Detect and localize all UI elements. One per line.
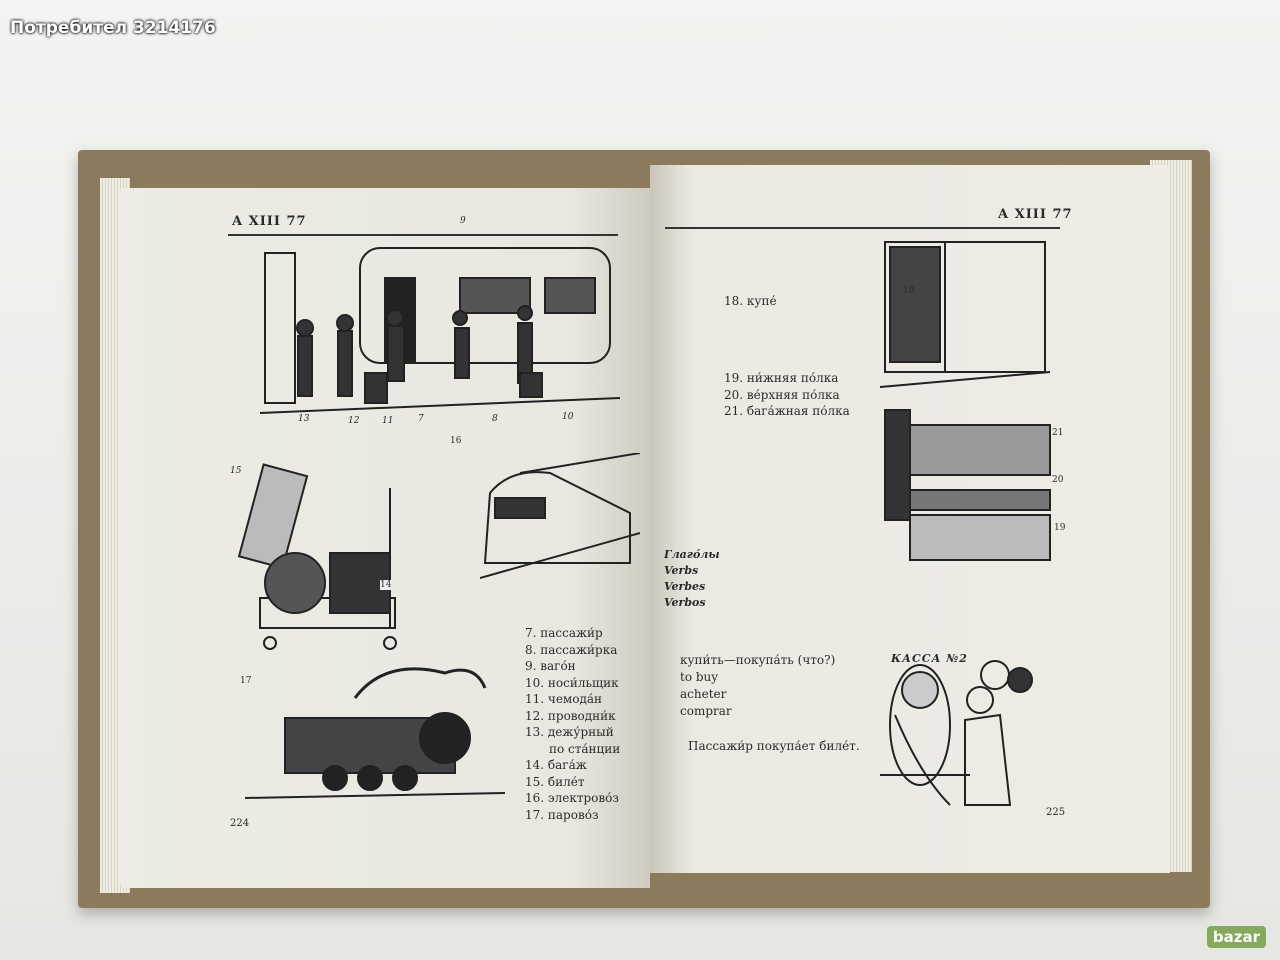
page-number: 225 — [1046, 807, 1066, 818]
verb-spanish: comprar — [680, 704, 732, 718]
vocab-item: 21. бага́жная по́лка — [724, 404, 850, 418]
ticket-office-illustration — [880, 660, 1033, 806]
verbs-heading-en: Verbs — [664, 564, 699, 577]
vocab-item: 7. пассажи́р — [525, 626, 603, 640]
steam-locomotive-illustration — [245, 667, 505, 799]
vocab-item: 18. купе́ — [724, 294, 777, 308]
vocab-item: 14. бага́ж — [525, 758, 587, 772]
figure-label: 9 — [460, 216, 466, 226]
verb-french: acheter — [680, 687, 727, 701]
verbs-heading: Глаго́лы Verbs Verbes Verbos — [664, 547, 720, 611]
watermark-user-id: Потребител 3214176 — [10, 18, 216, 38]
vocab-item: по ста́нции — [549, 741, 621, 756]
vocab-item: 12. проводни́к — [525, 708, 616, 723]
verb-english: to buy — [680, 670, 719, 684]
berths-illustration — [884, 409, 1051, 561]
left-page: A XIII 77 9 13 12 11 7 8 10 15 16 14 17 … — [120, 188, 650, 888]
compartment-illustration — [880, 241, 1050, 388]
figure-label: 8 — [492, 414, 498, 424]
vocab-item: 17. парово́з — [525, 807, 599, 822]
page-header: A XIII 77 — [232, 214, 307, 229]
vocab-list: 7. пассажи́р 8. пассажи́рка 9. ваго́н 10… — [525, 625, 620, 823]
right-page: A XIII 77 18. купе́ 18 19. ни́жняя по́лк… — [650, 165, 1170, 873]
verbs-heading-ru: Глаго́лы — [664, 548, 720, 561]
vocab-item: 8. пассажи́рка — [525, 642, 618, 657]
bazar-logo: bazar — [1206, 926, 1266, 948]
vocab-item: 20. ве́рхняя по́лка — [724, 387, 840, 402]
verb-russian: купи́ть—покупа́ть (что?) — [680, 653, 836, 667]
example-sentence: Пассажи́р покупа́ет биле́т. — [688, 739, 860, 753]
figure-label: 20 — [1052, 475, 1064, 485]
page-header: A XIII 77 — [998, 207, 1073, 222]
verb-entry: купи́ть—покупа́ть (что?) to buy acheter … — [680, 652, 835, 720]
vocab-item: 13. дежу́рный — [525, 725, 614, 739]
verbs-heading-fr: Verbes — [664, 580, 706, 593]
vocab-item: 10. носи́льщик — [525, 675, 619, 690]
luggage-cart-illustration — [237, 463, 397, 650]
figure-label: 15 — [230, 466, 242, 476]
page-number: 224 — [230, 818, 250, 829]
platform-illustration — [260, 247, 620, 414]
verbs-heading-es: Verbos — [664, 596, 706, 609]
vocab-item: 9. ваго́н — [525, 659, 576, 673]
ticket-office-sign: КАССА №2 — [891, 652, 968, 665]
vocab-item: 19. ни́жняя по́лка — [724, 371, 839, 385]
vocab-item: 16. электрово́з — [525, 791, 619, 805]
figure-label: 13 — [298, 414, 310, 424]
figure-label: 17 — [240, 676, 252, 686]
figure-label: 16 — [450, 436, 462, 446]
figure-label: 12 — [348, 416, 360, 426]
electric-locomotive-illustration — [480, 453, 640, 579]
shelf-vocab-list: 19. ни́жняя по́лка 20. ве́рхняя по́лка 2… — [724, 370, 850, 420]
figure-label: 19 — [1054, 523, 1066, 533]
figure-label: 11 — [382, 416, 394, 426]
figure-label: 14 — [380, 580, 392, 590]
vocab-item: 11. чемода́н — [525, 692, 603, 706]
header-rule — [228, 234, 618, 236]
header-rule — [665, 227, 1060, 229]
figure-label: 21 — [1052, 428, 1064, 438]
figure-label: 18 — [903, 286, 915, 296]
figure-label: 7 — [418, 414, 424, 424]
figure-label: 10 — [562, 412, 574, 422]
vocab-item: 15. биле́т — [525, 774, 585, 789]
